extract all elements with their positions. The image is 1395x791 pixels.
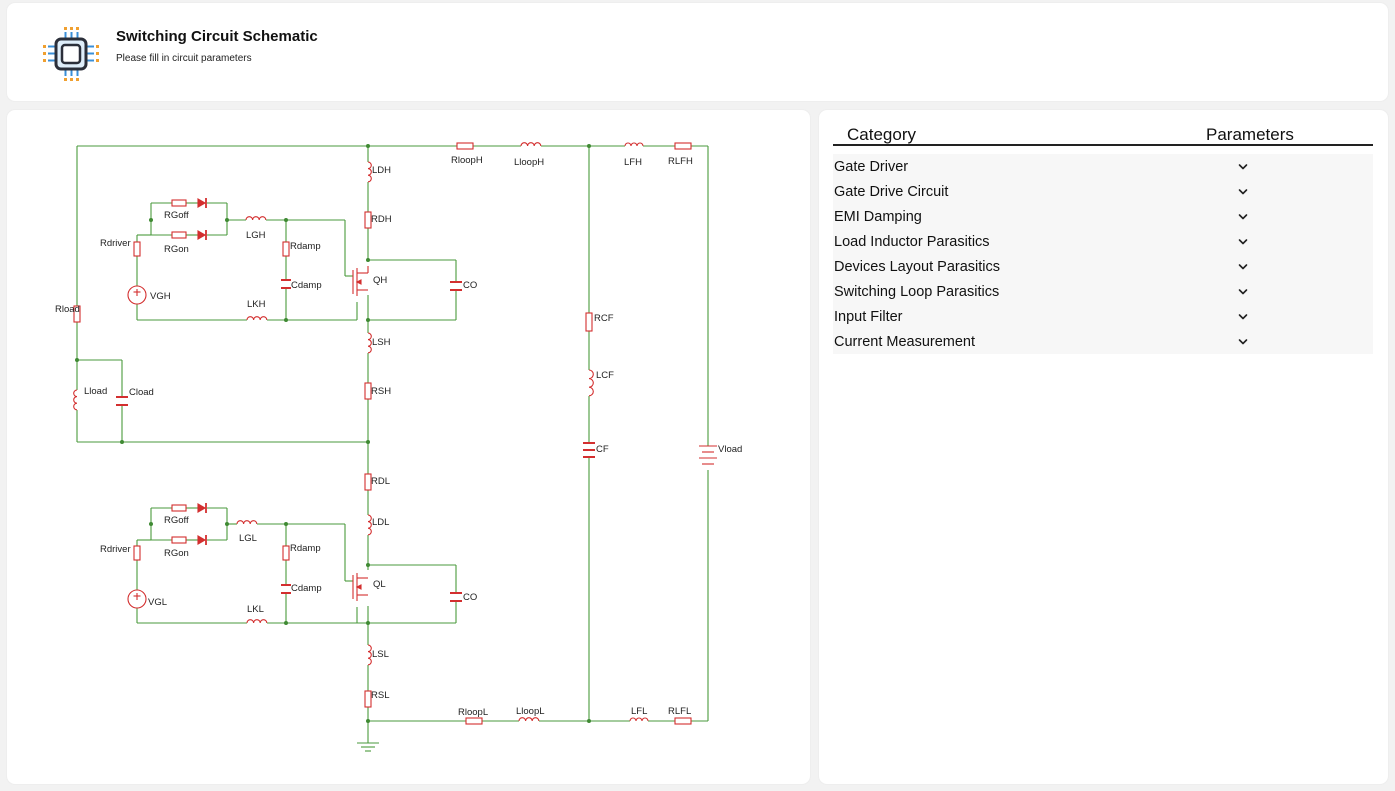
category-label: Current Measurement	[834, 333, 976, 350]
chevron-down-icon[interactable]	[1238, 312, 1248, 322]
label-lsh: LSH	[372, 337, 391, 348]
header-divider	[833, 144, 1373, 146]
label-lfh: LFH	[624, 157, 642, 168]
label-rloop-h: RloopH	[451, 155, 483, 166]
schematic-panel: RloopH LloopH LFH RLFH LDH RDH QH CO RGo…	[7, 110, 810, 784]
chevron-down-icon[interactable]	[1238, 237, 1248, 247]
category-label: Switching Loop Parasitics	[834, 283, 1000, 300]
label-lloop-h: LloopH	[514, 157, 544, 168]
label-cf: CF	[596, 444, 609, 455]
circuit-chip-icon	[43, 27, 99, 81]
category-row[interactable]: Current Measurement	[833, 329, 1373, 354]
label-cdamp-l: Cdamp	[291, 583, 322, 594]
label-rgon-l: RGon	[164, 548, 189, 559]
label-rcf: RCF	[594, 313, 614, 324]
chevron-down-icon[interactable]	[1238, 337, 1248, 347]
label-co-l: CO	[463, 592, 477, 603]
label-lloop-l: LloopL	[516, 706, 545, 717]
label-rgoff-l: RGoff	[164, 515, 189, 526]
label-rsl: RSL	[371, 690, 389, 701]
category-label: Input Filter	[834, 308, 903, 325]
category-label: Gate Drive Circuit	[834, 183, 949, 200]
category-column-header: Category	[847, 125, 916, 144]
label-rgon-h: RGon	[164, 244, 189, 255]
label-vgl: VGL	[148, 597, 167, 608]
label-rdamp-h: Rdamp	[290, 241, 321, 252]
category-row[interactable]: Load Inductor Parasitics	[833, 229, 1373, 254]
category-label: Gate Driver	[834, 158, 909, 175]
circuit-schematic: RloopH LloopH LFH RLFH LDH RDH QH CO RGo…	[55, 142, 742, 752]
mosfet-symbols	[352, 266, 369, 601]
label-ql: QL	[373, 579, 386, 590]
label-rdriver-l: Rdriver	[100, 544, 131, 555]
label-lfl: LFL	[631, 706, 647, 717]
label-rdriver-h: Rdriver	[100, 238, 131, 249]
label-lkl: LKL	[247, 604, 264, 615]
label-vgh: VGH	[150, 291, 171, 302]
category-label: Load Inductor Parasitics	[834, 233, 990, 250]
label-qh: QH	[373, 275, 387, 286]
label-cdamp-h: Cdamp	[291, 280, 322, 291]
label-lkh: LKH	[247, 299, 266, 310]
category-row[interactable]: Gate Drive Circuit	[833, 179, 1373, 204]
schematic-components	[73, 142, 717, 752]
label-co-h: CO	[463, 280, 477, 291]
label-rlfl: RLFL	[668, 706, 691, 717]
app-header: Switching Circuit Schematic Please fill …	[7, 3, 1388, 101]
label-lcf: LCF	[596, 370, 614, 381]
label-cload: Cload	[129, 387, 154, 398]
chevron-down-icon[interactable]	[1238, 212, 1248, 222]
label-lload: Lload	[84, 386, 107, 397]
category-row[interactable]: EMI Damping	[833, 204, 1373, 229]
label-ldh: LDH	[372, 165, 391, 176]
label-ldl: LDL	[372, 517, 389, 528]
label-rgoff-h: RGoff	[164, 210, 189, 221]
label-lsl: LSL	[372, 649, 389, 660]
label-rdh: RDH	[371, 214, 392, 225]
label-vload: Vload	[718, 444, 742, 455]
chevron-down-icon[interactable]	[1238, 187, 1248, 197]
schematic-labels: RloopH LloopH LFH RLFH LDH RDH QH CO RGo…	[55, 155, 742, 718]
label-rlfh: RLFH	[668, 156, 693, 167]
category-row[interactable]: Switching Loop Parasitics	[833, 279, 1373, 304]
label-rdamp-l: Rdamp	[290, 543, 321, 554]
schematic-junctions	[75, 144, 591, 723]
category-row[interactable]: Gate Driver	[833, 154, 1373, 179]
page-subtitle: Please fill in circuit parameters	[116, 53, 252, 64]
chevron-down-icon[interactable]	[1238, 162, 1248, 172]
label-lgl: LGL	[239, 533, 257, 544]
page-title: Switching Circuit Schematic	[116, 28, 318, 45]
chevron-down-icon[interactable]	[1238, 287, 1248, 297]
category-label: EMI Damping	[834, 208, 922, 225]
parameters-column-header: Parameters	[1206, 125, 1294, 144]
category-label: Devices Layout Parasitics	[834, 258, 1001, 275]
label-rloop-l: RloopL	[458, 707, 488, 718]
label-rload: Rload	[55, 304, 80, 315]
chevron-down-icon[interactable]	[1238, 262, 1248, 272]
label-rsh: RSH	[371, 386, 391, 397]
label-rdl: RDL	[371, 476, 390, 487]
category-row[interactable]: Devices Layout Parasitics	[833, 254, 1373, 279]
label-lgh: LGH	[246, 230, 266, 241]
category-row[interactable]: Input Filter	[833, 304, 1373, 329]
